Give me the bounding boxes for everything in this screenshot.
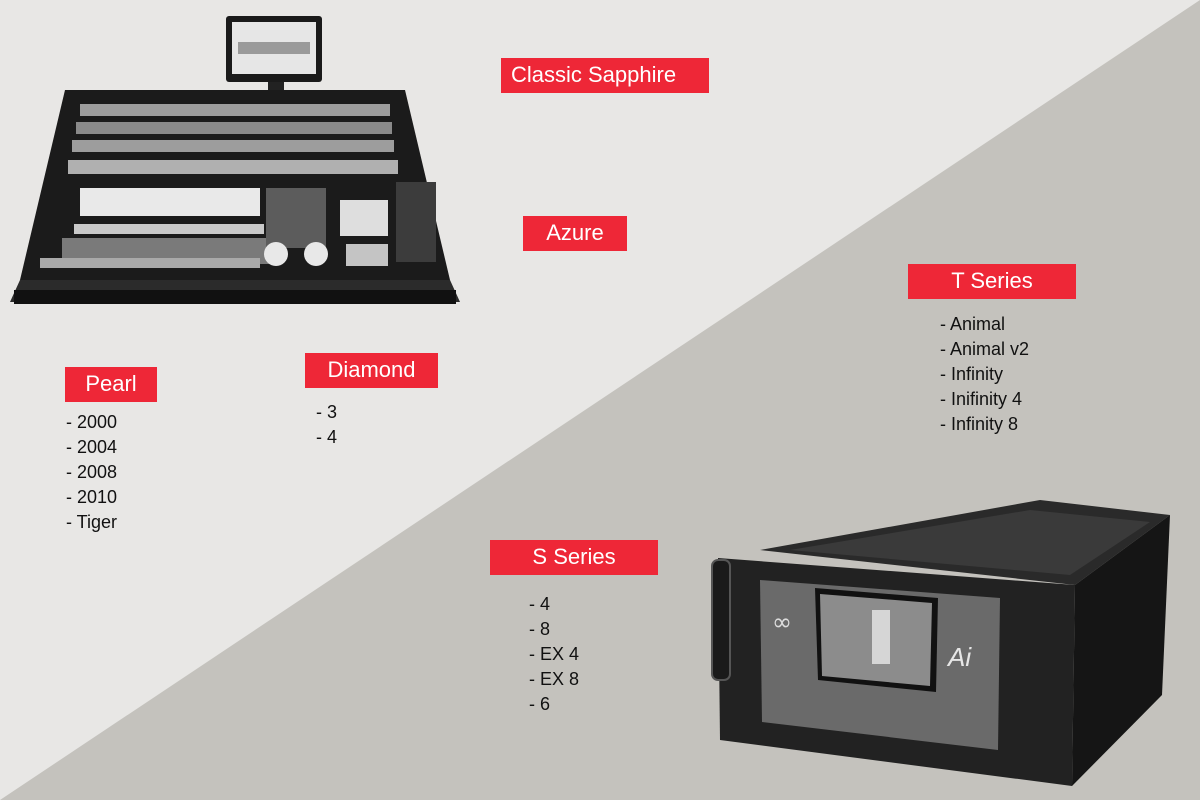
- list-item: 2004: [66, 435, 117, 460]
- list-item: 2010: [66, 485, 117, 510]
- list-item: 8: [529, 617, 579, 642]
- list-item: 2000: [66, 410, 117, 435]
- list-item: Tiger: [66, 510, 117, 535]
- label-s-series: S Series: [490, 540, 658, 575]
- label-azure: Azure: [523, 216, 627, 251]
- list-item: 6: [529, 692, 579, 717]
- list-item: Animal: [940, 312, 1029, 337]
- label-diamond: Diamond: [305, 353, 438, 388]
- t-series-list: Animal Animal v2 Infinity Inifinity 4 In…: [940, 312, 1029, 437]
- lighting-console-image: [10, 16, 460, 304]
- diamond-list: 3 4: [316, 400, 337, 450]
- label-t-series: T Series: [908, 264, 1076, 299]
- list-item: EX 8: [529, 667, 579, 692]
- list-item: Animal v2: [940, 337, 1029, 362]
- list-item: Infinity 8: [940, 412, 1029, 437]
- list-item: EX 4: [529, 642, 579, 667]
- server-brand: Ai: [946, 642, 972, 672]
- list-item: Infinity: [940, 362, 1029, 387]
- list-item: 4: [316, 425, 337, 450]
- list-item: 3: [316, 400, 337, 425]
- s-series-list: 4 8 EX 4 EX 8 6: [529, 592, 579, 717]
- list-item: Inifinity 4: [940, 387, 1029, 412]
- pearl-list: 2000 2004 2008 2010 Tiger: [66, 410, 117, 535]
- list-item: 2008: [66, 460, 117, 485]
- label-classic-sapphire: Classic Sapphire: [501, 58, 709, 93]
- infinity-icon: ∞: [772, 608, 792, 636]
- media-server-image: ∞ Ai: [711, 500, 1170, 786]
- label-pearl: Pearl: [65, 367, 157, 402]
- list-item: 4: [529, 592, 579, 617]
